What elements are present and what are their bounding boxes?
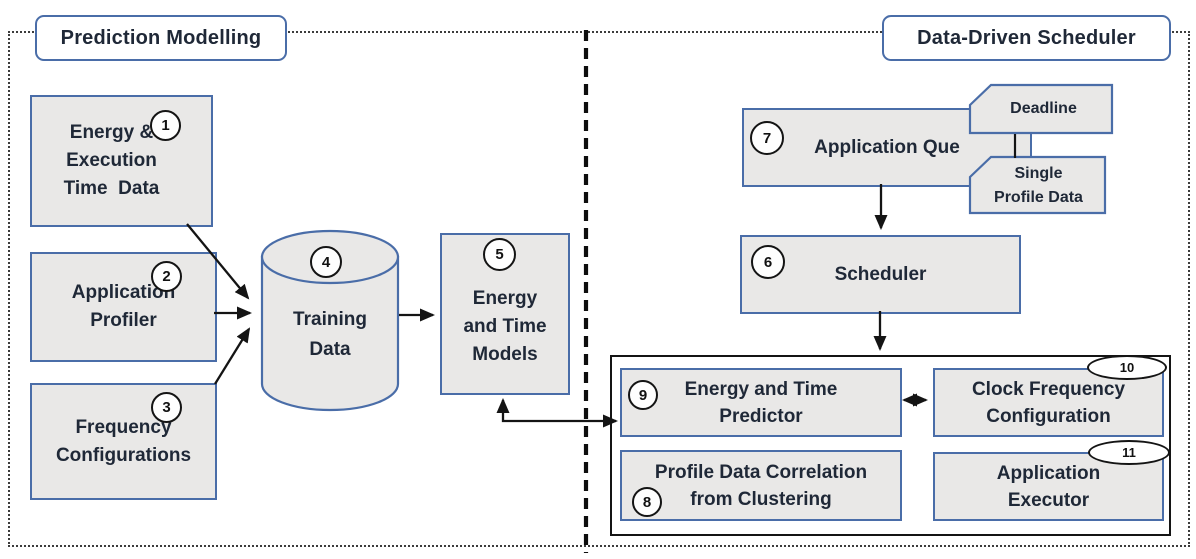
node-label: Training <box>293 309 367 330</box>
dotted-outer-frame <box>8 31 1190 547</box>
node-label: Data <box>309 339 351 360</box>
tag-label: Deadline <box>1010 100 1077 117</box>
node-label: Application <box>996 462 1101 484</box>
step-number: 4 <box>321 253 331 271</box>
node-label: Energy <box>472 288 538 309</box>
node-label: Predictor <box>719 405 803 427</box>
step-number: 8 <box>642 493 652 511</box>
node-label: Execution <box>66 150 157 171</box>
step-number: 1 <box>161 117 170 134</box>
node-label: from Clustering <box>690 488 832 510</box>
step-circle-2: 2 <box>151 261 182 292</box>
step-circle-8: 8 <box>632 487 662 517</box>
node-label: Profile Data Correlation <box>654 461 868 483</box>
step-circle-5: 5 <box>483 238 516 271</box>
section-title-prediction-modelling: Prediction Modelling <box>35 15 287 61</box>
node-energy-execution-time-data: Energy & Execution Time Data <box>30 95 213 227</box>
node-label: Profiler <box>90 310 157 331</box>
step-number: 10 <box>1119 360 1135 375</box>
node-label: Energy and Time <box>684 378 838 400</box>
step-ellipse-11: 11 <box>1088 440 1170 465</box>
node-energy-and-time-predictor: Energy and Time Predictor <box>620 368 902 437</box>
section-title-data-driven-scheduler: Data-Driven Scheduler <box>882 15 1171 61</box>
step-circle-3: 3 <box>151 392 182 423</box>
node-label: Frequency <box>75 416 172 438</box>
node-scheduler: Scheduler <box>740 235 1021 314</box>
node-label: and Time <box>463 316 547 337</box>
node-label: Executor <box>1007 489 1090 511</box>
node-label: Application <box>71 282 176 303</box>
tag-label: Profile Data <box>994 189 1083 206</box>
step-number: 6 <box>763 253 773 271</box>
node-label: Scheduler <box>834 263 927 285</box>
node-training-data-label: Training Data <box>262 293 398 377</box>
node-frequency-configurations: Frequency Configurations <box>30 383 217 500</box>
step-circle-4: 4 <box>310 246 342 278</box>
node-label: Time Data <box>63 178 160 199</box>
step-number: 2 <box>162 268 171 285</box>
tag-label: Single <box>1014 165 1063 182</box>
node-application-profiler: Application Profiler <box>30 252 217 362</box>
node-label: Models <box>472 344 538 365</box>
node-label: Configuration <box>986 405 1111 427</box>
node-label: Energy & <box>69 122 154 143</box>
step-number: 11 <box>1122 445 1136 460</box>
section-title-label: Prediction Modelling <box>60 26 262 49</box>
step-circle-9: 9 <box>628 380 658 410</box>
step-number: 3 <box>162 399 171 416</box>
step-number: 5 <box>495 246 504 263</box>
step-ellipse-10: 10 <box>1087 355 1167 380</box>
step-circle-1: 1 <box>150 110 181 141</box>
node-label: Application Que <box>814 136 960 158</box>
section-title-label: Data-Driven Scheduler <box>917 26 1136 49</box>
tag-single-profile-data-label: Single Profile Data <box>972 160 1105 212</box>
step-circle-6: 6 <box>751 245 785 279</box>
node-profile-data-correlation: Profile Data Correlation from Clustering <box>620 450 902 521</box>
node-label: Clock Frequency <box>971 378 1126 400</box>
step-circle-7: 7 <box>750 121 784 155</box>
step-number: 9 <box>638 386 648 404</box>
node-label: Configurations <box>55 444 192 466</box>
step-number: 7 <box>762 129 772 147</box>
tag-deadline-label: Deadline <box>975 85 1112 133</box>
